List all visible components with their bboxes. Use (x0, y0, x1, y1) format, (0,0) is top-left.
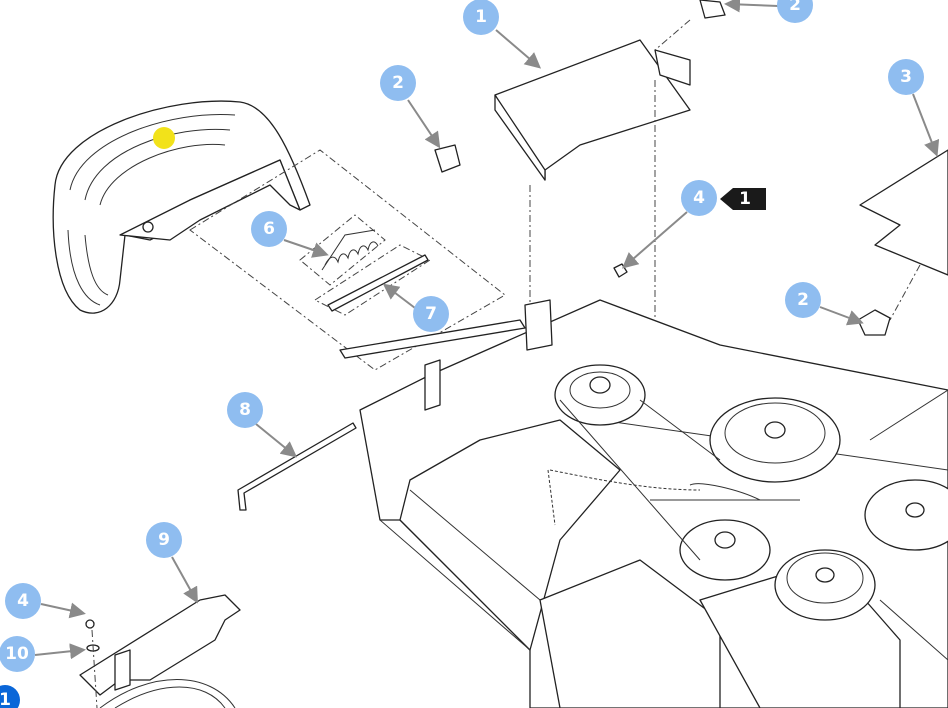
callout-8[interactable]: 8 (227, 392, 263, 428)
leader-lines (34, 0, 940, 660)
knob (857, 309, 891, 336)
hook-rod (237, 422, 357, 511)
svg-text:3: 3 (900, 67, 912, 87)
top-cover-panel (494, 19, 691, 400)
svg-text:7: 7 (425, 304, 437, 324)
callout-4[interactable]: 4 (681, 180, 717, 216)
svg-text:9: 9 (158, 530, 170, 550)
svg-text:1: 1 (739, 189, 751, 209)
knob (699, 0, 726, 19)
callout-7[interactable]: 7 (413, 296, 449, 332)
svg-text:2: 2 (789, 0, 801, 15)
mower-deck (339, 299, 948, 708)
svg-text:1: 1 (475, 7, 487, 27)
callout-1[interactable]: 1 (463, 0, 499, 35)
callout-9[interactable]: 9 (146, 522, 182, 558)
svg-text:2: 2 (392, 73, 404, 93)
callout-10[interactable]: 10 (0, 636, 35, 672)
callout-2[interactable]: 2 (777, 0, 813, 23)
bracket (79, 594, 241, 708)
svg-text:8: 8 (239, 400, 251, 420)
svg-text:2: 2 (797, 290, 809, 310)
callout-2[interactable]: 2 (380, 65, 416, 101)
side-panel (859, 149, 948, 276)
corner-badge[interactable]: 1 (0, 685, 20, 708)
svg-text:6: 6 (263, 219, 275, 239)
belt-cover (52, 100, 311, 314)
svg-text:4: 4 (693, 188, 705, 208)
svg-text:4: 4 (17, 591, 29, 611)
callout-3[interactable]: 3 (888, 59, 924, 95)
svg-text:10: 10 (5, 644, 29, 664)
pulleys (547, 364, 948, 661)
callout-2[interactable]: 2 (785, 282, 821, 318)
callout-6[interactable]: 6 (251, 211, 287, 247)
rod (327, 254, 429, 312)
knob (434, 144, 461, 173)
spring (321, 229, 379, 271)
highlight-marker[interactable] (153, 127, 175, 149)
note-tag[interactable]: 1 (720, 188, 766, 210)
svg-text:1: 1 (0, 690, 11, 708)
callout-4[interactable]: 4 (5, 583, 41, 619)
